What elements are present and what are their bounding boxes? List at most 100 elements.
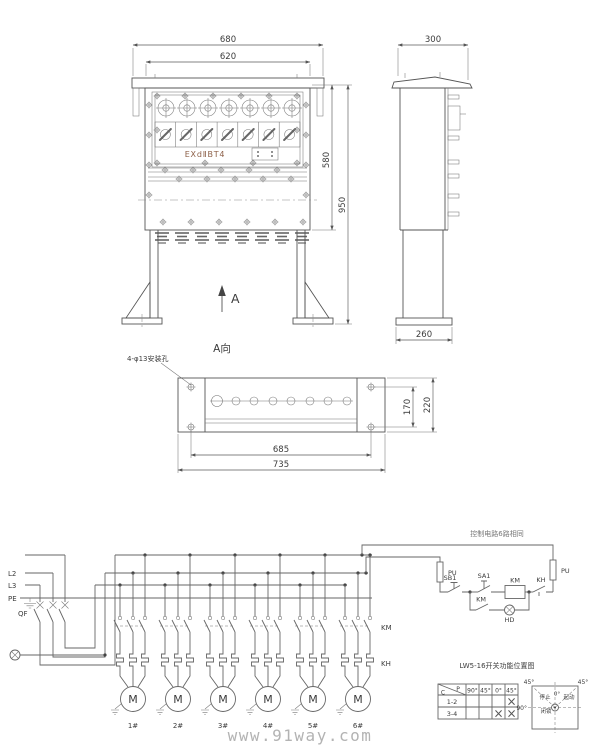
watermark: www.91way.com	[228, 726, 373, 745]
fuse-left-label: PU	[448, 569, 457, 577]
section-arrow-icon	[218, 285, 226, 296]
motor-branch-6: M 6#	[336, 553, 374, 730]
cabinet-body	[144, 87, 311, 231]
control-circuit: 控制电路6路相同 PU PU SB1 SA1 KM KH KM	[360, 529, 570, 624]
mounting-hole	[186, 382, 196, 392]
door-bolts	[145, 92, 310, 226]
motor-branch-label: 3#	[218, 722, 228, 730]
aux-contact-label: KM	[476, 596, 486, 604]
motor-branch-4: M 4#	[246, 553, 284, 730]
indicator-light	[155, 97, 177, 119]
indicator-light	[260, 97, 282, 119]
coil-label: KM	[510, 577, 520, 585]
table-corner-p: P	[456, 686, 460, 693]
side-cap	[391, 76, 473, 89]
base-flange	[177, 377, 386, 433]
fuse-right	[549, 559, 557, 581]
section-arrow-label: A	[231, 291, 240, 306]
indicator-light	[281, 97, 303, 119]
side-legs	[395, 230, 453, 326]
contactor-coil	[504, 585, 526, 599]
fuse-right-label: PU	[561, 567, 570, 575]
indicator-light	[218, 97, 240, 119]
cable-glands	[154, 232, 310, 244]
switch-position-table: LW5-16开关功能位置图 P C 90° 45° 0° 45° 1-2 3-4…	[437, 661, 535, 721]
switch-position-diagram: 45° 45° 90° 停止 0° 起动 闭锁	[516, 679, 588, 733]
breaker-label: QF	[18, 610, 28, 618]
door-frame	[151, 91, 304, 168]
motor-symbol: M	[128, 693, 138, 706]
position-start: 起动	[563, 694, 575, 701]
rotary-switch	[262, 128, 276, 141]
motor-symbol: M	[173, 693, 183, 706]
bolt-rails	[138, 167, 317, 201]
dim-overall-width: 680	[220, 35, 236, 45]
ex-marking-label: EXdⅡBT4	[185, 150, 226, 159]
table-cell-mark: ×	[506, 695, 516, 709]
motor-symbol: M	[218, 693, 228, 706]
rotary-switch	[283, 128, 297, 141]
view-a-caption: A向	[213, 342, 231, 355]
table-col-1: 90°	[467, 688, 478, 695]
schematic: L2 L3 PE QF KM KH	[8, 529, 588, 733]
motor-branch-3: M 3#	[201, 553, 239, 730]
table-col-3: 0°	[495, 688, 502, 695]
dim-box-height: 580	[322, 152, 332, 168]
stop-button-label: SB1	[444, 574, 457, 582]
lamp-label: HD	[505, 616, 515, 624]
motor-branch-label: 2#	[173, 722, 183, 730]
entry-holes	[210, 395, 353, 407]
table-cell-mark: ×	[506, 707, 516, 721]
angle-top-left: 45°	[524, 679, 535, 686]
dim-base-width: 735	[273, 460, 289, 470]
side-view: 300 260	[391, 35, 473, 344]
indicator-lights	[155, 97, 303, 119]
motor-branch-label: 5#	[308, 722, 318, 730]
position-lock: 闭锁	[540, 707, 552, 715]
motor-branch-5: M 5#	[291, 553, 329, 730]
table-col-4: 45°	[506, 688, 517, 695]
hole-note-label: 4-φ13安装孔	[127, 354, 169, 363]
motor-symbol: M	[308, 693, 318, 706]
rotary-switch	[241, 128, 255, 141]
fuse-left	[436, 561, 444, 583]
table-col-2: 45°	[480, 688, 491, 695]
selector-label: SA1	[478, 572, 491, 580]
indicator-light	[197, 97, 219, 119]
stand-legs	[121, 230, 334, 328]
control-circuit-title: 控制电路6路相同	[470, 529, 523, 538]
power-wiring	[9, 554, 372, 666]
motor-branch-2: M 2#	[156, 553, 194, 730]
rotary-switch	[200, 128, 214, 141]
indicator-light	[176, 97, 198, 119]
rotary-switch	[158, 128, 172, 141]
top-flange	[131, 77, 325, 89]
motor-branch-label: 4#	[263, 722, 273, 730]
position-zero: 0°	[554, 692, 560, 698]
switch-table-title: LW5-16开关功能位置图	[459, 661, 534, 670]
angle-top-right: 45°	[578, 679, 589, 686]
mounting-hole	[186, 422, 196, 432]
contactor-row-label: KM	[381, 624, 392, 632]
front-view: 680 620	[121, 35, 352, 355]
rotary-switch	[179, 128, 193, 141]
dim-base: 260	[416, 330, 432, 340]
bus-label-pe: PE	[8, 595, 17, 603]
bus-label-l2: L2	[8, 570, 16, 578]
table-corner-c: C	[441, 690, 445, 697]
motor-symbol: M	[263, 693, 273, 706]
dim-hole-pitch-v: 170	[403, 399, 413, 415]
overload-row-label: KH	[381, 660, 391, 668]
indicator-light	[239, 97, 261, 119]
dim-overall-height: 950	[338, 197, 348, 213]
switch-row	[154, 121, 301, 148]
rotary-switch	[221, 128, 234, 141]
bottom-view: 4-φ13安装孔 170 220 685 735	[127, 354, 437, 473]
nameplate	[251, 147, 279, 161]
overload-contact-label: KH	[536, 576, 545, 584]
lamp-symbol	[504, 604, 515, 616]
position-stop: 停止	[539, 693, 551, 701]
dim-hole-pitch-h: 685	[273, 445, 289, 455]
